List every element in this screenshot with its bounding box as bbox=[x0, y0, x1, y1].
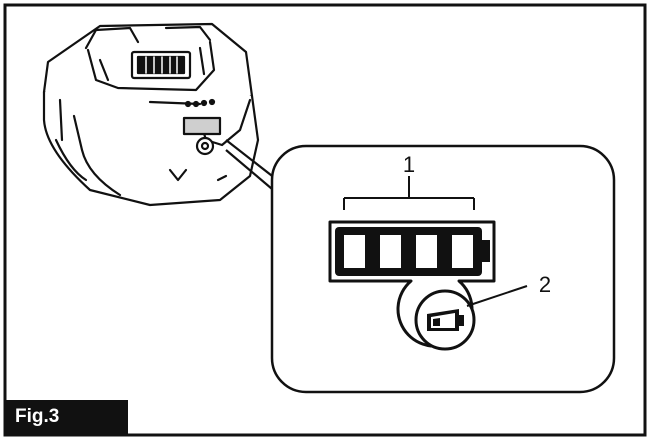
small-battery-icon bbox=[427, 309, 464, 331]
callout-number-2: 2 bbox=[539, 272, 551, 297]
callout-number-1: 1 bbox=[403, 152, 415, 177]
gauge-segment-2 bbox=[380, 235, 401, 268]
battery-gauge-icon bbox=[335, 227, 490, 276]
check-button bbox=[414, 289, 476, 351]
gauge-segment-3 bbox=[416, 235, 437, 268]
callout-leader-2 bbox=[466, 285, 528, 307]
callout-bracket-1 bbox=[343, 176, 475, 210]
gauge-segment-1 bbox=[344, 235, 365, 268]
figure-border bbox=[3, 3, 647, 437]
battery-pack bbox=[42, 22, 260, 207]
figure-label: Fig.3 bbox=[6, 400, 128, 434]
gauge-segment-4 bbox=[452, 235, 473, 268]
